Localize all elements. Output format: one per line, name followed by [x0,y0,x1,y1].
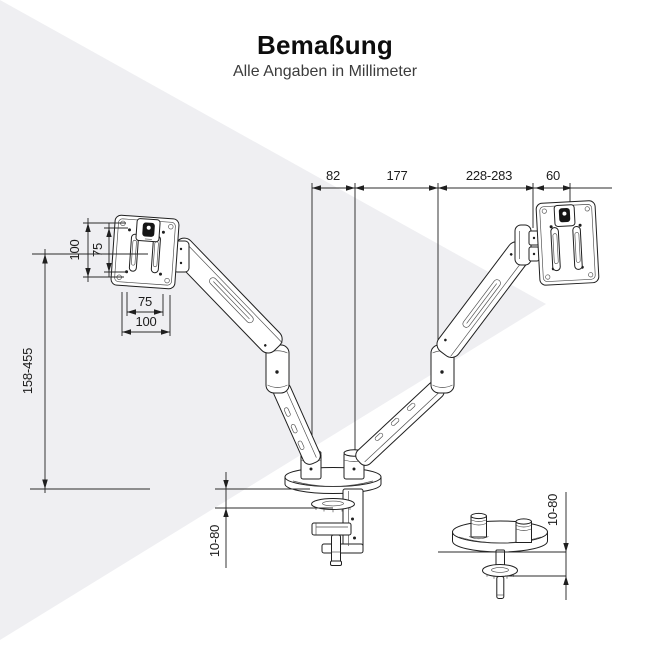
dim-label-vesa-100-vertical: 100 [67,239,82,260]
grommet-mount [452,512,548,599]
desk-clamp [311,488,364,566]
vesa-vertical-dimensions: 100 75 [67,218,128,282]
dim-label-177: 177 [386,168,407,183]
dim-label-vesa-75-vertical: 75 [90,243,105,257]
left-elbow-joint [265,344,290,394]
clamp-thickness-dimension: 10-80 [207,472,333,568]
top-dimension-extension-lines [311,183,571,474]
clamp-lock-ring [311,498,355,510]
dim-label-vesa-75-horizontal: 75 [138,294,152,309]
left-vesa-plate [110,214,180,290]
top-dimension-chain: 82 177 228-283 60 [312,168,612,191]
right-vesa-plate [535,200,600,286]
dim-label-60: 60 [546,168,560,183]
dim-label-clamp-range: 10-80 [207,525,222,557]
desk-base [284,467,382,494]
grommet-wing-knob [482,564,518,577]
dim-label-228-283: 228-283 [466,168,512,183]
grommet-post-right [515,521,532,543]
dim-label-height-range: 158-455 [20,348,35,394]
right-vesa-hinge [514,224,540,266]
page-title: Bemaßung [257,30,393,60]
dim-label-vesa-100-horizontal: 100 [135,314,156,329]
dim-label-82: 82 [326,168,340,183]
dim-label-grommet-range: 10-80 [545,494,560,526]
height-range-dimension: 158-455 [20,249,150,493]
grommet-post-left [470,515,487,538]
vesa-horizontal-dimensions: 75 100 [121,292,171,336]
page-subtitle: Alle Angaben in Millimeter [232,63,418,80]
grommet-thickness-dimension: 10-80 [438,492,569,600]
watermark-triangle [0,0,546,640]
